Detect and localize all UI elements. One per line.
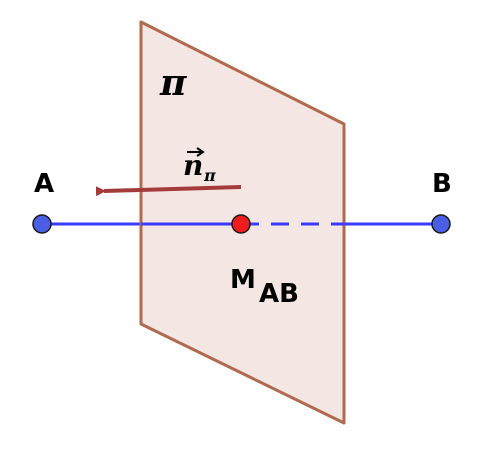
point-m-midpoint — [231, 214, 251, 234]
point-a — [32, 214, 52, 234]
point-b-label: B — [432, 169, 452, 199]
point-m-label: M — [230, 265, 256, 295]
plane-label: π — [159, 62, 187, 104]
point-a-label: A — [34, 169, 54, 199]
point-m-subscript: AB — [259, 279, 299, 309]
normal-vector-label: n π — [183, 147, 216, 185]
normal-vector-arrow — [95, 185, 242, 197]
normal-vector-symbol: n — [183, 149, 203, 182]
point-b — [431, 214, 451, 234]
normal-vector-subscript: π — [203, 166, 216, 185]
